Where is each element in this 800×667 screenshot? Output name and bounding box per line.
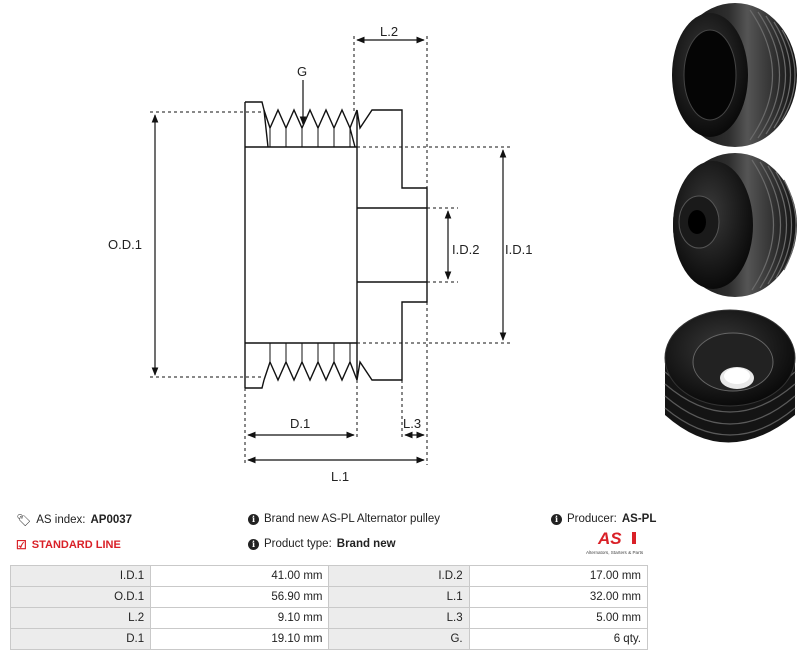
spec-value: 56.90 mm	[150, 586, 330, 608]
info-icon: i	[551, 513, 562, 525]
label-od1: O.D.1	[108, 237, 142, 252]
spec-label: L.1	[328, 586, 470, 608]
spec-value: 9.10 mm	[150, 607, 330, 629]
label-d1: D.1	[290, 416, 310, 431]
pulley-outline	[244, 101, 428, 389]
photo-pulley-side	[673, 153, 797, 297]
spec-label: L.3	[328, 607, 470, 629]
producer: i Producer: AS-PL	[551, 513, 656, 525]
spec-value: 17.00 mm	[468, 565, 649, 587]
label-l1: L.1	[331, 469, 349, 484]
product-type-value: Brand new	[336, 538, 396, 550]
spec-value: 32.00 mm	[468, 586, 649, 608]
description-text: Brand new AS-PL Alternator pulley	[264, 513, 441, 525]
spec-label: I.D.2	[328, 565, 470, 587]
spec-label: G.	[328, 628, 470, 650]
spec-value: 6 qty.	[468, 628, 649, 650]
label-l2: L.2	[380, 24, 398, 39]
producer-label: Producer:	[567, 513, 617, 525]
spec-label: D.1	[9, 628, 152, 650]
label-l3: L.3	[403, 416, 421, 431]
spec-value: 19.10 mm	[150, 628, 330, 650]
photo-pulley-front	[672, 3, 797, 147]
as-index-value: AP0037	[90, 514, 133, 526]
pulley-technical-drawing: G L.2 O.D.1 I.D.2 I.D.1 D.1 L.3 L.1	[108, 24, 532, 484]
info-icon: i	[248, 538, 259, 550]
as-index: 🏷︎ AS index: AP0037	[16, 513, 132, 527]
standard-line-badge: ☑ STANDARD LINE	[16, 538, 121, 552]
spec-value: 5.00 mm	[468, 607, 649, 629]
spec-label: I.D.1	[9, 565, 152, 587]
producer-value: AS-PL	[621, 513, 657, 525]
as-index-label: AS index:	[36, 514, 86, 526]
svg-text:AS: AS	[597, 529, 622, 548]
standard-line-label: STANDARD LINE	[31, 539, 121, 551]
product-description: i Brand new AS-PL Alternator pulley	[248, 513, 440, 525]
label-g: G	[297, 64, 307, 79]
spec-value: 41.00 mm	[150, 565, 330, 587]
top-grooves	[263, 108, 358, 130]
info-icon: i	[248, 513, 259, 525]
product-type-label: Product type:	[264, 538, 332, 550]
product-type: i Product type: Brand new	[248, 538, 396, 550]
as-logo: AS Alternators, Starters & Parts	[586, 529, 644, 555]
pulley-photos	[664, 3, 797, 443]
check-square-icon: ☑	[16, 538, 27, 552]
spec-label: O.D.1	[9, 586, 152, 608]
label-id1: I.D.1	[505, 242, 532, 257]
label-id2: I.D.2	[452, 242, 479, 257]
photo-pulley-angled	[664, 309, 796, 443]
spec-label: L.2	[9, 607, 152, 629]
tags-icon: 🏷︎	[16, 513, 32, 527]
bottom-grooves	[263, 360, 358, 382]
svg-text:Alternators, Starters & Parts: Alternators, Starters & Parts	[586, 550, 644, 555]
